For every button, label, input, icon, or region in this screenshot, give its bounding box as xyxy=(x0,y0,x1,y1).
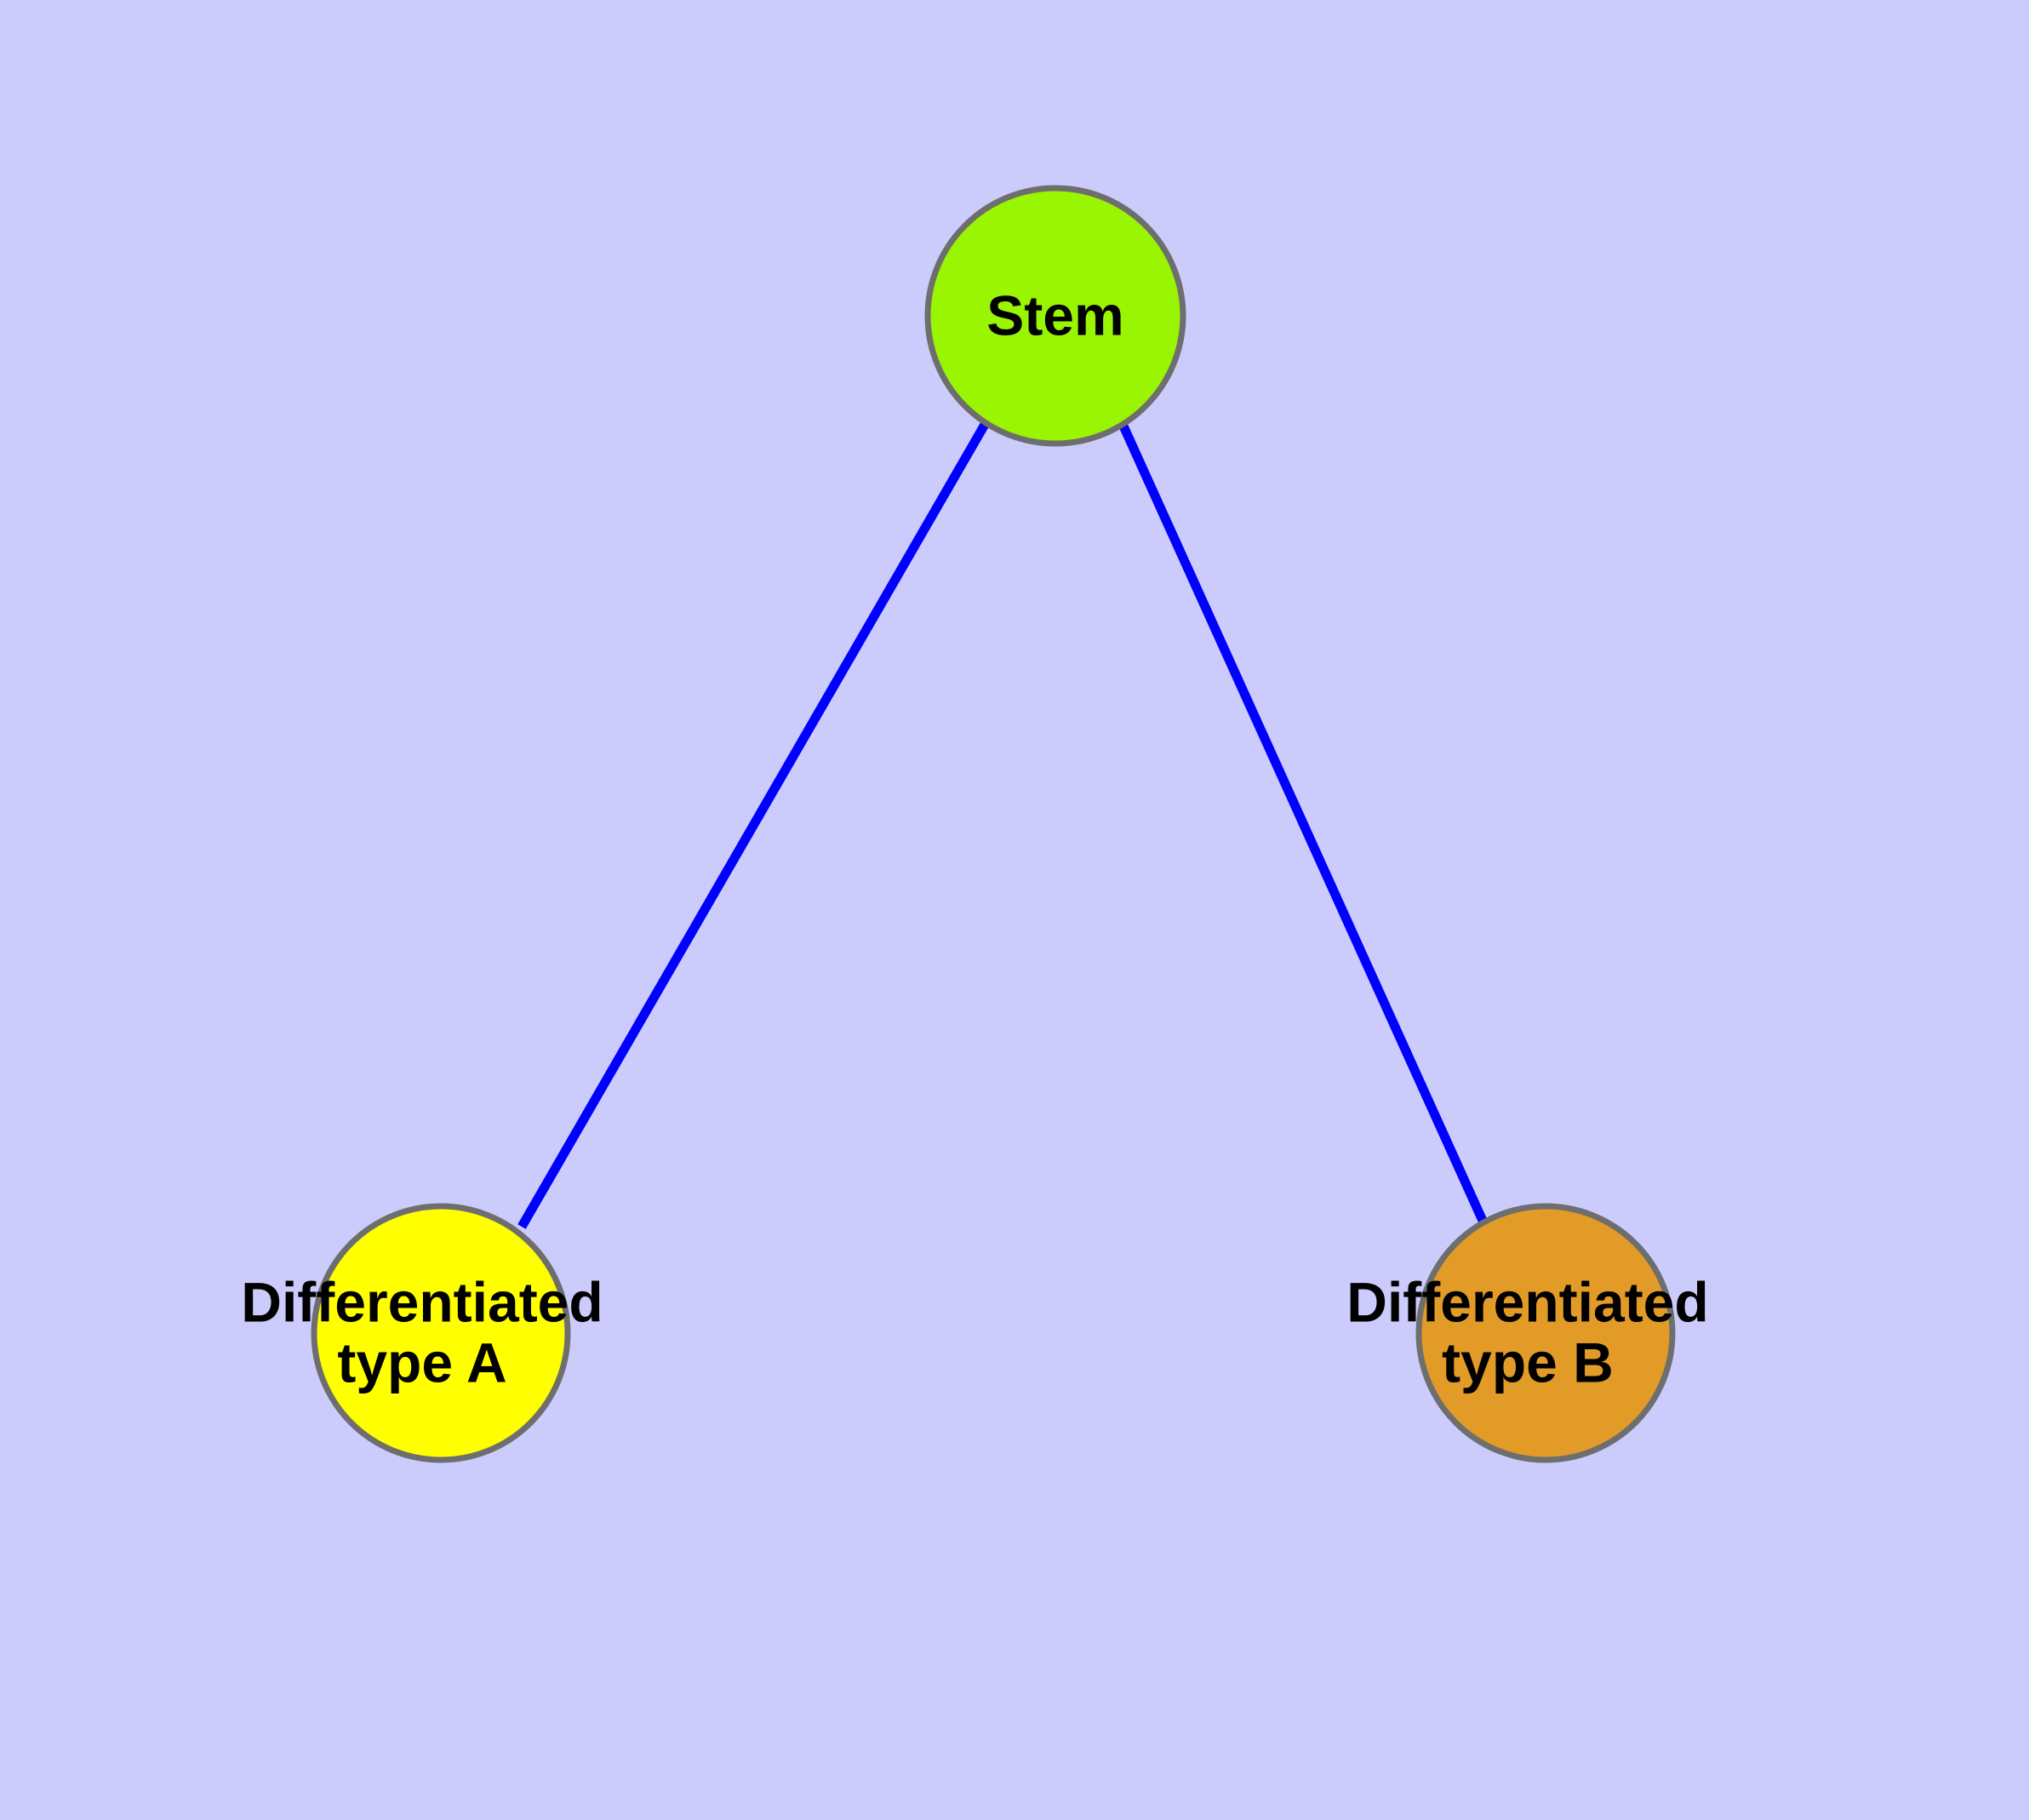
node-differentiated-type-a[interactable] xyxy=(311,1203,571,1463)
edge-stem-to-type-a[interactable] xyxy=(517,421,990,1229)
nodes-group xyxy=(311,185,1676,1463)
edge-stem-to-type-b[interactable] xyxy=(1117,420,1489,1225)
node-differentiated-type-b[interactable] xyxy=(1415,1203,1676,1463)
node-stem[interactable] xyxy=(924,185,1186,447)
edges-group xyxy=(517,420,1489,1229)
